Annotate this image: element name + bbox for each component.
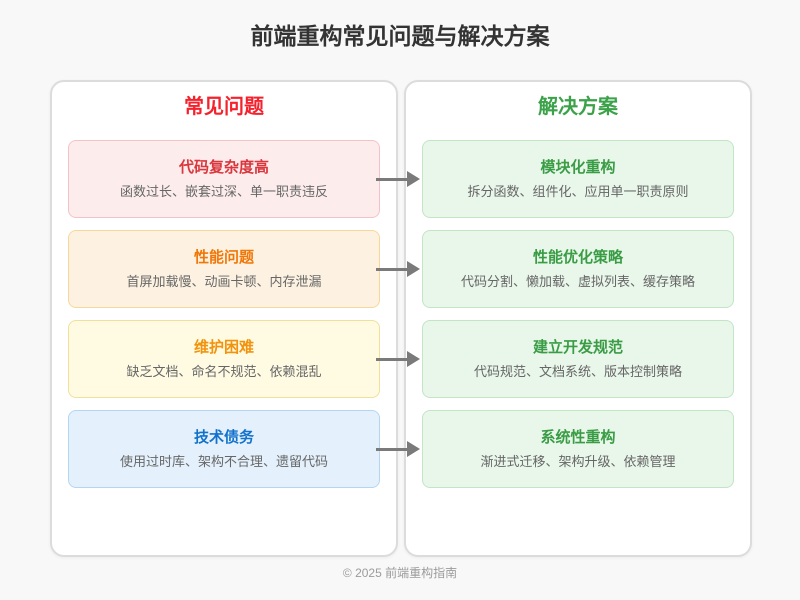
problem-card-1: 代码复杂度高 函数过长、嵌套过深、单一职责违反 [68,140,380,218]
problem-card-3: 维护困难 缺乏文档、命名不规范、依赖混乱 [68,320,380,398]
solution-card-3: 建立开发规范 代码规范、文档系统、版本控制策略 [422,320,734,398]
solution-card-4: 系统性重构 渐进式迁移、架构升级、依赖管理 [422,410,734,488]
problem-card-title: 代码复杂度高 [178,159,269,176]
arrow-head [407,441,420,457]
arrow-right-icon [376,441,420,457]
arrow-head [407,351,420,367]
problem-card-desc: 函数过长、嵌套过深、单一职责违反 [119,184,328,199]
solution-card-2: 性能优化策略 代码分割、懒加载、虚拟列表、缓存策略 [422,230,734,308]
solutions-header: 解决方案 [538,96,618,118]
problems-panel: 常见问题 代码复杂度高 函数过长、嵌套过深、单一职责违反 性能问题 首屏加载慢、… [50,80,398,557]
arrow-line [376,447,410,451]
problem-card-desc: 使用过时库、架构不合理、遗留代码 [119,454,328,469]
solution-card-title: 性能优化策略 [532,249,623,266]
arrow-head [407,261,420,277]
page-title: 前端重构常见问题与解决方案 [250,23,550,49]
problems-header: 常见问题 [184,96,264,118]
solutions-panel: 解决方案 模块化重构 拆分函数、组件化、应用单一职责原则 性能优化策略 代码分割… [404,80,752,557]
solution-card-title: 建立开发规范 [532,339,623,356]
arrow-line [376,177,410,181]
arrow-right-icon [376,171,420,187]
problem-card-title: 技术债务 [193,429,254,446]
arrow-line [376,267,410,271]
problem-card-title: 维护困难 [193,339,254,356]
arrow-right-icon [376,351,420,367]
problem-card-title: 性能问题 [193,249,254,266]
problem-card-desc: 首屏加载慢、动画卡顿、内存泄漏 [126,274,322,289]
problem-card-4: 技术债务 使用过时库、架构不合理、遗留代码 [68,410,380,488]
solution-card-title: 系统性重构 [540,429,616,446]
arrow-line [376,357,410,361]
solution-card-desc: 拆分函数、组件化、应用单一职责原则 [467,184,689,199]
problem-card-2: 性能问题 首屏加载慢、动画卡顿、内存泄漏 [68,230,380,308]
arrow-head [407,171,420,187]
solution-card-desc: 渐进式迁移、架构升级、依赖管理 [480,454,676,469]
solution-card-1: 模块化重构 拆分函数、组件化、应用单一职责原则 [422,140,734,218]
problem-card-desc: 缺乏文档、命名不规范、依赖混乱 [126,364,322,379]
arrow-right-icon [376,261,420,277]
footer-text: © 2025 前端重构指南 [342,566,458,580]
solution-card-title: 模块化重构 [540,159,616,176]
solution-card-desc: 代码分割、懒加载、虚拟列表、缓存策略 [460,274,695,289]
solution-card-desc: 代码规范、文档系统、版本控制策略 [473,364,682,379]
